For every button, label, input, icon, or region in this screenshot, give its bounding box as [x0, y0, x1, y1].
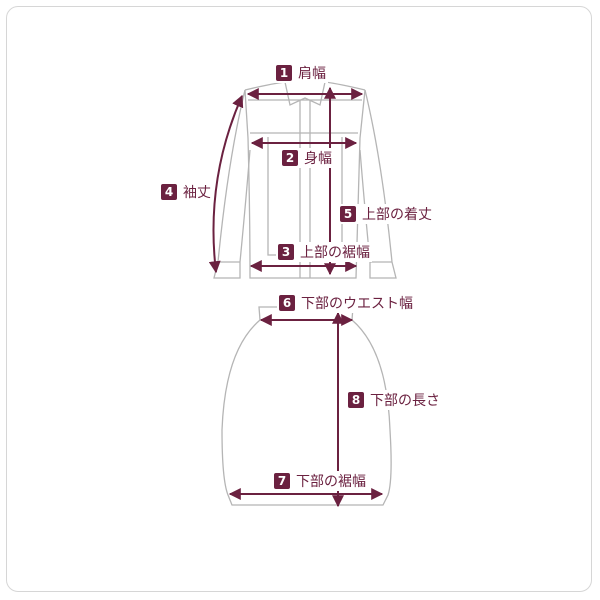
label-text: 下部のウエスト幅: [301, 296, 413, 312]
label-text: 下部の裾幅: [296, 474, 366, 490]
label-shoulder-width: 1 肩幅: [274, 63, 328, 83]
label-text: 上部の着丈: [362, 207, 432, 223]
number-badge: 3: [278, 244, 294, 260]
label-top-hem-width: 3 上部の裾幅: [276, 242, 372, 262]
number-badge: 5: [340, 206, 356, 222]
label-text: 上部の裾幅: [300, 245, 370, 261]
number-badge: 4: [161, 184, 177, 200]
label-text: 身幅: [304, 151, 332, 167]
label-text: 袖丈: [183, 185, 211, 201]
sleeve-length-line: [208, 94, 244, 274]
diagram-frame: [6, 6, 592, 592]
label-bottom-hem-width: 7 下部の裾幅: [272, 471, 368, 491]
label-top-length: 5 上部の着丈: [338, 204, 434, 224]
label-bottom-length: 8 下部の長さ: [346, 390, 442, 410]
label-sleeve-length: 4 袖丈: [159, 182, 213, 202]
number-badge: 6: [279, 295, 295, 311]
number-badge: 1: [276, 65, 292, 81]
label-text: 下部の長さ: [370, 393, 440, 409]
label-text: 肩幅: [298, 66, 326, 82]
number-badge: 2: [282, 150, 298, 166]
label-body-width: 2 身幅: [280, 148, 334, 168]
number-badge: 8: [348, 392, 364, 408]
label-waist-width: 6 下部のウエスト幅: [277, 293, 415, 313]
number-badge: 7: [274, 473, 290, 489]
